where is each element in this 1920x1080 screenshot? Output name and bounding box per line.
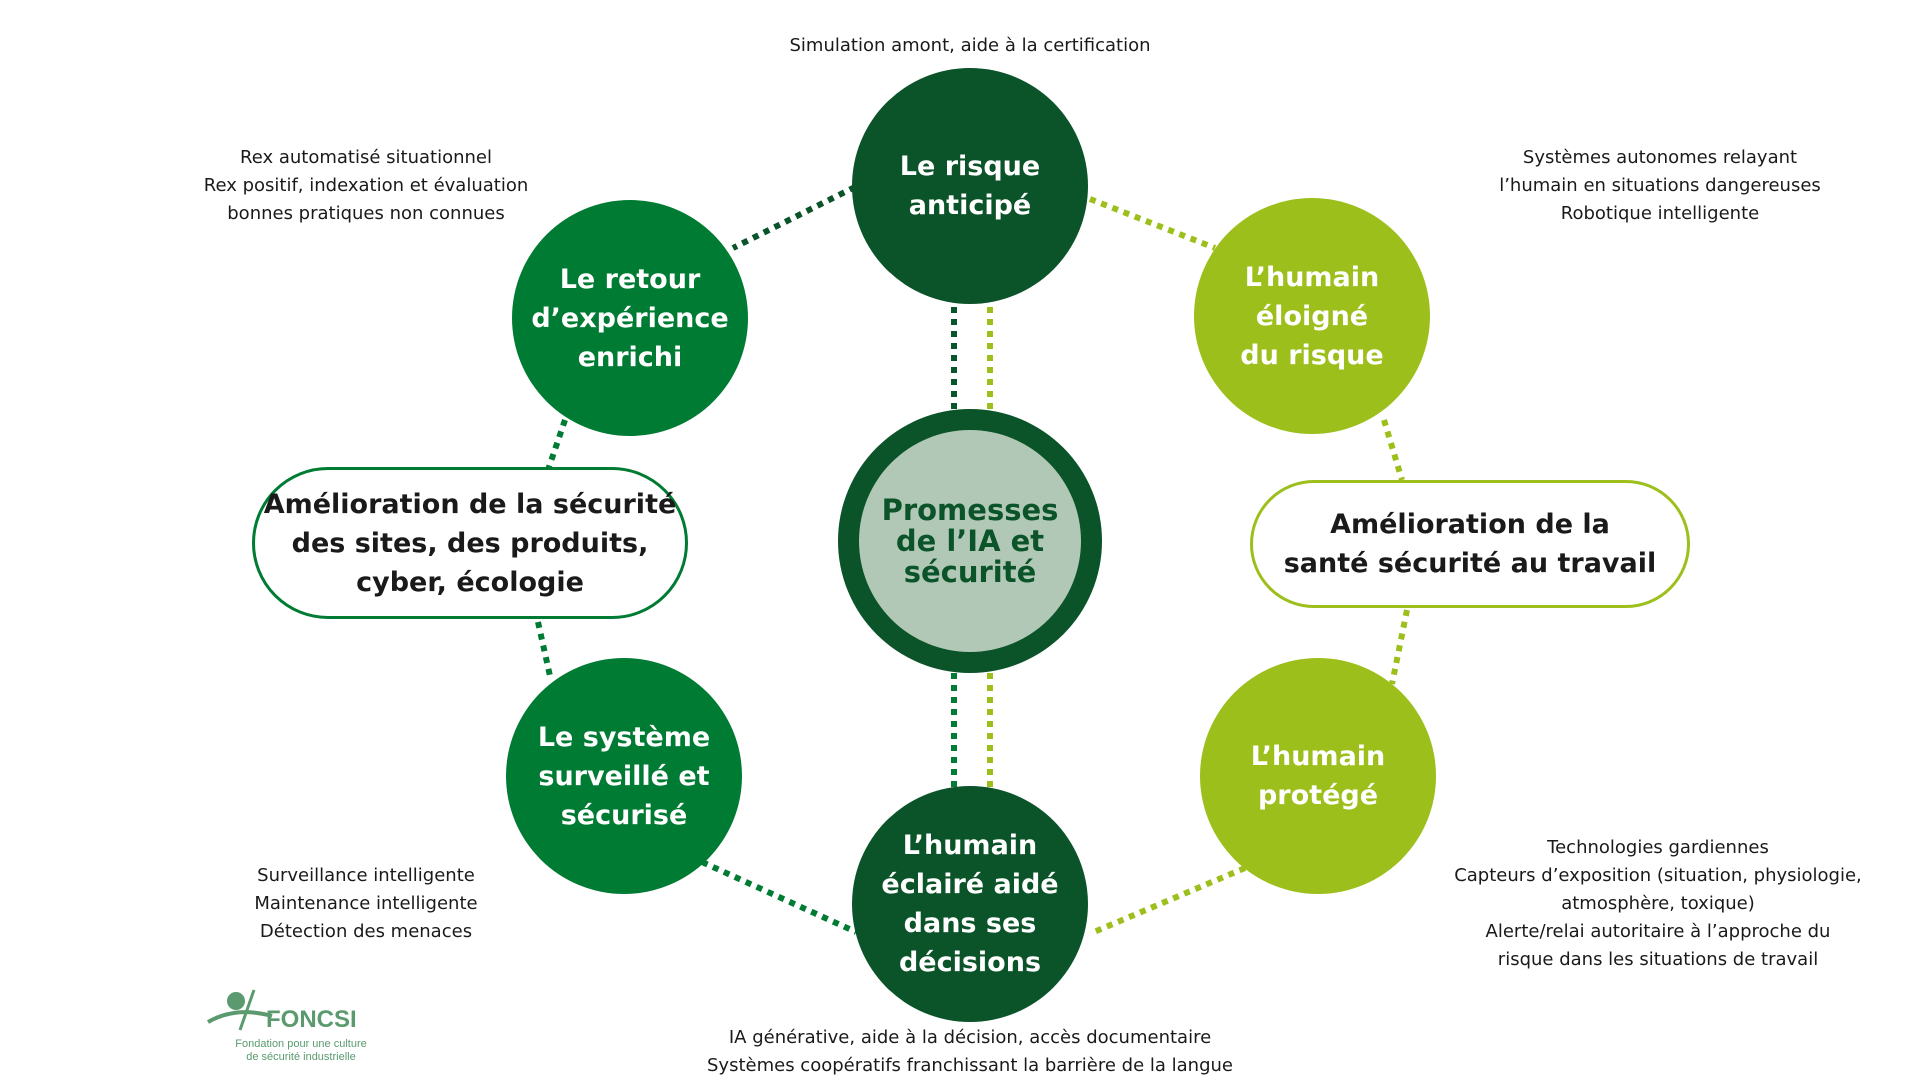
node-systeme-surveille: Le système surveillé et sécurisé (506, 658, 742, 894)
node-humain-eloigne-label: L’humain éloigné du risque (1240, 261, 1384, 371)
node-humain-eclaire-label: L’humain éclairé aidé dans ses décisions (881, 830, 1059, 978)
link-top-to-upper-left (731, 184, 857, 251)
node-humain-eloigne: L’humain éloigné du risque (1194, 198, 1430, 434)
foncsi-logo-mark-icon (207, 989, 273, 1031)
link-top-to-upper-right (1088, 196, 1217, 251)
pill-sante-securite-travail-label: Amélioration de la santé sécurité au tra… (1283, 509, 1657, 579)
node-systeme-surveille-label: Le système surveillé et sécurisé (537, 721, 711, 831)
node-humain-eclaire: L’humain éclairé aidé dans ses décisions (852, 786, 1088, 1022)
center-node-inner: Promesses de l’IA et sécurité (859, 430, 1081, 652)
link-right-pill-to-lower-right (1389, 609, 1410, 685)
note-lower-left: Surveillance intelligente Maintenance in… (254, 865, 478, 942)
note-upper-right: Systèmes autonomes relayant l’humain en … (1499, 147, 1821, 224)
note-bottom: IA générative, aide à la décision, accès… (707, 1027, 1233, 1076)
link-lower-right-to-bottom (1092, 865, 1247, 935)
link-lower-left-to-bottom (700, 859, 858, 935)
foncsi-logo: FONCSI Fondation pour une culture de séc… (206, 986, 386, 1066)
link-upper-right-to-right-pill (1381, 419, 1405, 481)
center-node-label: Promesses de l’IA et sécurité (881, 492, 1059, 589)
node-risque-anticipe-label: Le risque anticipé (899, 151, 1041, 221)
node-risque-anticipe: Le risque anticipé (852, 68, 1088, 304)
pill-securite-sites: Amélioration de la sécurité des sites, d… (252, 467, 688, 619)
link-upper-left-to-left-pill (545, 419, 568, 471)
node-humain-protege-label: L’humain protégé (1250, 741, 1386, 811)
link-left-pill-to-lower-left (535, 621, 553, 677)
node-retour-experience-label: Le retour d’expérience enrichi (531, 263, 729, 373)
foncsi-logo-tagline: Fondation pour une culture de sécurité i… (235, 1038, 367, 1063)
pill-securite-sites-label: Amélioration de la sécurité des sites, d… (263, 488, 677, 598)
pill-sante-securite-travail: Amélioration de la santé sécurité au tra… (1250, 480, 1690, 608)
foncsi-logo-name: FONCSI (266, 1006, 357, 1033)
note-lower-right: Technologies gardiennes Capteurs d’expos… (1454, 837, 1862, 970)
note-upper-left: Rex automatisé situationnel Rex positif,… (203, 147, 529, 224)
node-retour-experience: Le retour d’expérience enrichi (512, 200, 748, 436)
note-top: Simulation amont, aide à la certificatio… (789, 35, 1151, 56)
center-node: Promesses de l’IA et sécurité (838, 409, 1102, 673)
node-humain-protege: L’humain protégé (1200, 658, 1436, 894)
